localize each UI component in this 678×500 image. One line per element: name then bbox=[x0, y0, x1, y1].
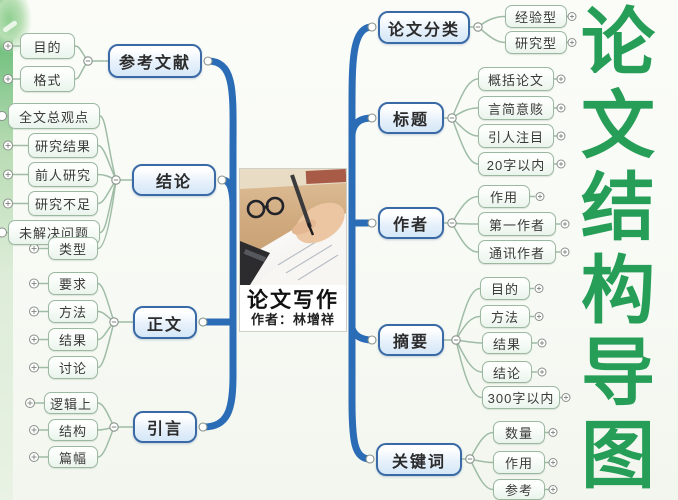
node-title-within-20-chars[interactable]: 20字以内 bbox=[478, 152, 554, 176]
collapse-junction-icons[interactable] bbox=[83, 22, 483, 464]
node-title-concise[interactable]: 言简意赅 bbox=[478, 96, 554, 120]
node-abstract-purpose[interactable]: 目的 bbox=[480, 277, 530, 300]
node-title[interactable]: 标题 bbox=[378, 102, 444, 134]
node-classification-empirical[interactable]: 经验型 bbox=[505, 5, 567, 28]
node-abstract-results[interactable]: 结果 bbox=[482, 332, 532, 354]
node-abstract-conclusion[interactable]: 结论 bbox=[482, 361, 532, 383]
expand-plus-icons[interactable] bbox=[0, 12, 577, 494]
center-author-line: 作者：林增祥 bbox=[250, 311, 335, 327]
side-title-char: 文 bbox=[581, 83, 655, 167]
node-classification-research[interactable]: 研究型 bbox=[505, 31, 567, 54]
node-introduction[interactable]: 引言 bbox=[133, 411, 197, 443]
side-title-char: 结 bbox=[581, 166, 655, 250]
paper-writing-photo bbox=[240, 169, 346, 285]
node-abstract-within-300-chars[interactable]: 300字以内 bbox=[482, 386, 560, 409]
node-references-purpose[interactable]: 目的 bbox=[20, 33, 75, 59]
center-title: 论文写作 bbox=[247, 288, 339, 312]
side-title-char: 导 bbox=[581, 331, 655, 415]
node-conclusion-research-gaps[interactable]: 研究不足 bbox=[28, 191, 98, 216]
node-keywords-quantity[interactable]: 数量 bbox=[493, 421, 545, 444]
node-author-corresponding-author[interactable]: 通讯作者 bbox=[478, 240, 556, 264]
node-conclusion[interactable]: 结论 bbox=[132, 164, 216, 196]
node-introduction-structure[interactable]: 结构 bbox=[48, 419, 98, 441]
side-title-char: 构 bbox=[581, 248, 655, 332]
node-body-discussion[interactable]: 讨论 bbox=[48, 356, 98, 379]
node-keywords-reference[interactable]: 参考 bbox=[493, 479, 545, 500]
node-references[interactable]: 参考文献 bbox=[108, 44, 202, 78]
node-references-format[interactable]: 格式 bbox=[20, 66, 75, 92]
node-conclusion-previous-research[interactable]: 前人研究 bbox=[28, 162, 98, 187]
node-introduction-logic[interactable]: 逻辑上 bbox=[44, 392, 98, 414]
side-title: 论 文 结 构 导 图 bbox=[574, 2, 662, 497]
node-title-summarize-paper[interactable]: 概括论文 bbox=[478, 67, 554, 91]
node-abstract-methods[interactable]: 方法 bbox=[480, 305, 530, 328]
node-paper-classification[interactable]: 论文分类 bbox=[378, 11, 470, 44]
node-title-eye-catching[interactable]: 引人注目 bbox=[478, 124, 554, 148]
node-conclusion-type[interactable]: 类型 bbox=[48, 237, 98, 260]
node-body-methods[interactable]: 方法 bbox=[48, 300, 98, 323]
node-author-role[interactable]: 作用 bbox=[478, 185, 530, 208]
node-introduction-length[interactable]: 篇幅 bbox=[48, 446, 98, 468]
node-body[interactable]: 正文 bbox=[133, 306, 197, 339]
node-abstract[interactable]: 摘要 bbox=[378, 324, 444, 356]
node-author[interactable]: 作者 bbox=[378, 207, 444, 239]
spine-branches bbox=[199, 23, 376, 463]
node-conclusion-overall-viewpoint[interactable]: 全文总观点 bbox=[8, 103, 100, 129]
node-keywords[interactable]: 关键词 bbox=[376, 443, 462, 476]
node-author-first-author[interactable]: 第一作者 bbox=[478, 212, 556, 236]
side-title-char: 图 bbox=[581, 413, 655, 497]
center-node[interactable]: 论文写作 作者：林增祥 bbox=[239, 168, 347, 332]
node-body-requirements[interactable]: 要求 bbox=[48, 272, 98, 295]
node-body-results[interactable]: 结果 bbox=[48, 328, 98, 351]
node-keywords-role[interactable]: 作用 bbox=[493, 451, 545, 474]
node-conclusion-research-results[interactable]: 研究结果 bbox=[28, 133, 98, 158]
side-title-char: 论 bbox=[581, 1, 655, 85]
